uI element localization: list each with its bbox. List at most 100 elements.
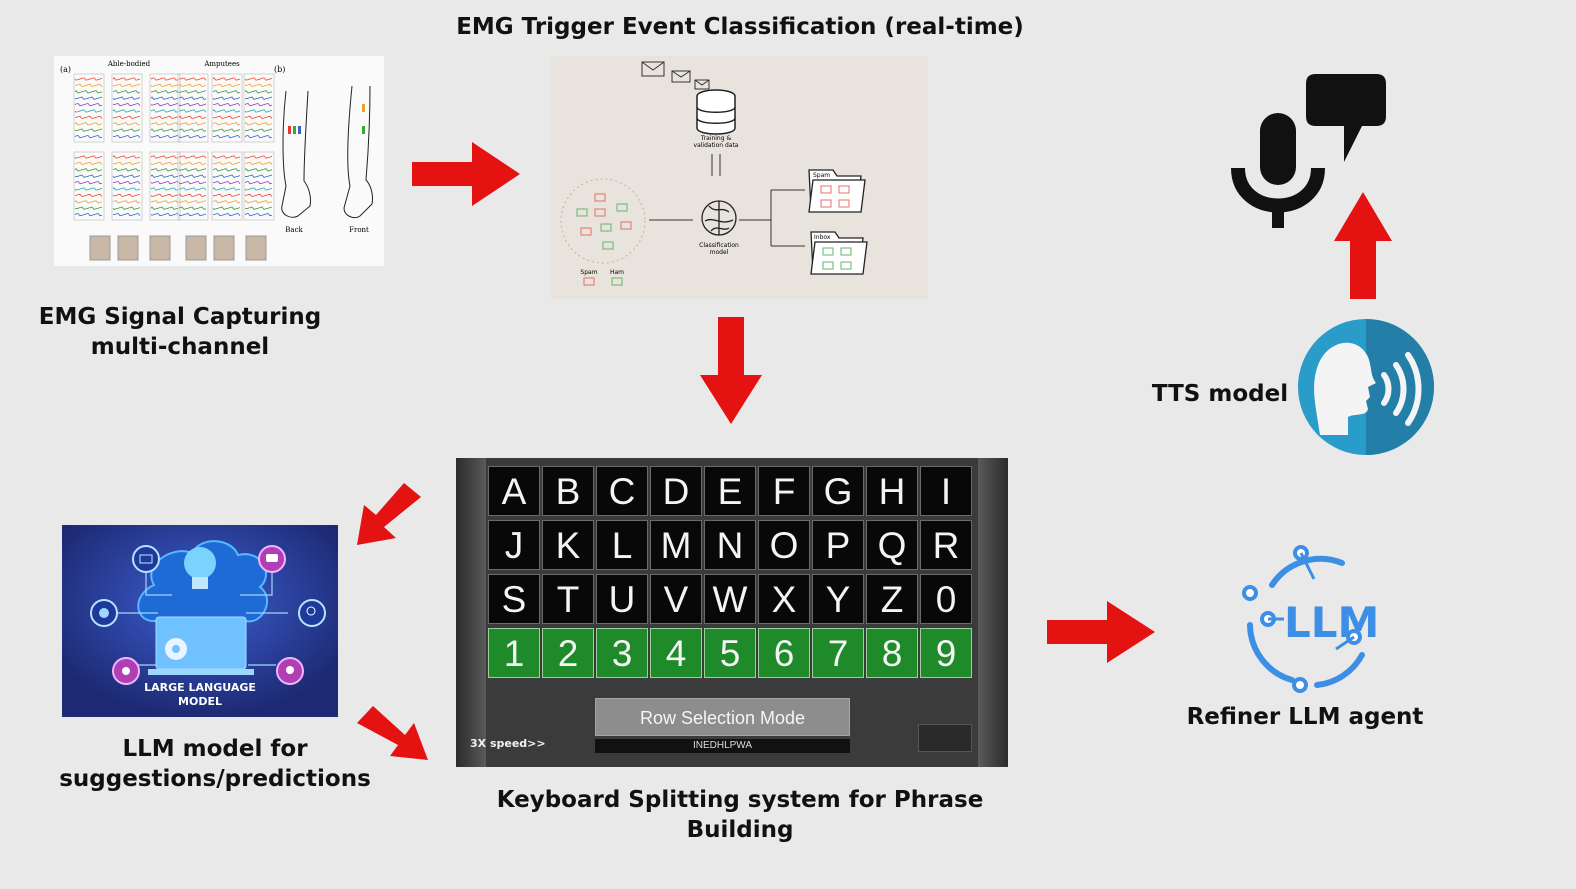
key-1[interactable]: 1	[488, 628, 540, 678]
emg-label-line2: multi-channel	[90, 334, 270, 360]
key-M[interactable]: M	[650, 520, 702, 570]
key-S[interactable]: S	[488, 574, 540, 624]
location-icon	[276, 657, 304, 685]
able-bodied-label: Able-bodied	[107, 60, 151, 68]
key-D[interactable]: D	[650, 466, 702, 516]
arrow-keyboard-to-refiner	[1047, 601, 1155, 663]
key-B[interactable]: B	[542, 466, 594, 516]
key-C[interactable]: C	[596, 466, 648, 516]
key-I[interactable]: I	[920, 466, 972, 516]
key-7[interactable]: 7	[812, 628, 864, 678]
llm-caption-line2: MODEL	[178, 695, 222, 708]
gear-icon	[165, 638, 187, 660]
refiner-logo-text: LLM	[1284, 598, 1379, 647]
key-V[interactable]: V	[650, 574, 702, 624]
key-9[interactable]: 9	[920, 628, 972, 678]
key-6[interactable]: 6	[758, 628, 810, 678]
llm-image-caption: LARGE LANGUAGE MODEL	[62, 681, 338, 709]
emg-panel-b-label: (b)	[274, 65, 285, 74]
lightbulb-icon	[184, 547, 216, 589]
arrow-classification-to-keyboard	[700, 317, 762, 424]
sound-waves-icon	[1381, 352, 1422, 426]
key-3[interactable]: 3	[596, 628, 648, 678]
arm-back-illustration	[281, 90, 311, 218]
key-0[interactable]: 0	[920, 574, 972, 624]
model-label-1: Classification	[699, 242, 739, 249]
classification-title: EMG Trigger Event Classification (real-t…	[456, 14, 1024, 40]
refiner-llm-logo: LLM	[1242, 545, 1379, 693]
inbox-folder-label: Inbox	[814, 234, 831, 241]
tts-label: TTS model	[1151, 381, 1289, 407]
ham-legend-label: Ham	[610, 269, 624, 276]
speech-bubble-icon	[1306, 74, 1386, 162]
key-5[interactable]: 5	[704, 628, 756, 678]
key-8[interactable]: 8	[866, 628, 918, 678]
envelope-icon	[671, 70, 691, 83]
emg-traces	[73, 73, 275, 221]
model-label-2: model	[710, 249, 729, 256]
key-X[interactable]: X	[758, 574, 810, 624]
cloud-icon	[90, 599, 118, 627]
phrase-output: INEDHLPWA	[595, 739, 850, 753]
speech-output-icon	[1231, 74, 1386, 228]
envelope-icon	[694, 79, 710, 90]
head-profile-icon	[1314, 342, 1376, 435]
classification-figure: Training & validation data Classificatio…	[551, 56, 928, 299]
back-label: Back	[285, 226, 303, 234]
key-4[interactable]: 4	[650, 628, 702, 678]
key-O[interactable]: O	[758, 520, 810, 570]
key-J[interactable]: J	[488, 520, 540, 570]
key-Q[interactable]: Q	[866, 520, 918, 570]
chat-icon	[258, 545, 286, 573]
key-U[interactable]: U	[596, 574, 648, 624]
refiner-label: Refiner LLM agent	[1186, 704, 1424, 730]
arrow-emg-to-classification	[412, 142, 520, 206]
emg-label-line1: EMG Signal Capturing	[38, 304, 322, 330]
emg-label: EMG Signal Capturing multi-channel	[30, 302, 330, 362]
key-T[interactable]: T	[542, 574, 594, 624]
brain-icon	[701, 200, 737, 236]
emg-panel-a-label: (a)	[60, 65, 71, 74]
key-N[interactable]: N	[704, 520, 756, 570]
llm-label-line2: suggestions/predictions	[59, 766, 371, 792]
key-A[interactable]: A	[488, 466, 540, 516]
llm-label-line1: LLM model for	[122, 736, 308, 762]
gesture-photos	[89, 235, 267, 261]
key-L[interactable]: L	[596, 520, 648, 570]
microphone-icon	[1231, 113, 1325, 228]
row-selection-mode-button[interactable]: Row Selection Mode	[595, 698, 850, 736]
arrow-tts-to-speech	[1334, 192, 1392, 299]
key-K[interactable]: K	[542, 520, 594, 570]
key-2[interactable]: 2	[542, 628, 594, 678]
arm-front-illustration	[343, 85, 373, 219]
settings-icon	[112, 657, 140, 685]
arrow-keyboard-to-llm	[357, 483, 421, 545]
key-G[interactable]: G	[812, 466, 864, 516]
envelope-icon	[641, 61, 665, 77]
search-icon	[298, 599, 326, 627]
key-E[interactable]: E	[704, 466, 756, 516]
key-H[interactable]: H	[866, 466, 918, 516]
key-W[interactable]: W	[704, 574, 756, 624]
training-label: Training &	[700, 135, 732, 142]
key-Y[interactable]: Y	[812, 574, 864, 624]
llm-label: LLM model for suggestions/predictions	[45, 734, 385, 794]
speed-indicator[interactable]: 3X speed>>	[470, 737, 546, 750]
arrow-llm-to-keyboard	[357, 706, 428, 760]
kb-corner-widget	[918, 724, 972, 752]
key-R[interactable]: R	[920, 520, 972, 570]
tts-model-icon	[1298, 319, 1434, 455]
key-F[interactable]: F	[758, 466, 810, 516]
validation-label: validation data	[694, 142, 739, 149]
front-label: Front	[349, 226, 369, 234]
key-Z[interactable]: Z	[866, 574, 918, 624]
amputees-label: Amputees	[203, 60, 240, 68]
key-P[interactable]: P	[812, 520, 864, 570]
spam-legend-label: Spam	[580, 269, 597, 276]
llm-model-figure: LARGE LANGUAGE MODEL	[62, 525, 338, 717]
dataset-cluster	[560, 178, 646, 264]
mail-icon	[132, 545, 160, 573]
emg-signal-figure: (a) (b) Able-bodied Amputees Back Front	[54, 56, 384, 266]
